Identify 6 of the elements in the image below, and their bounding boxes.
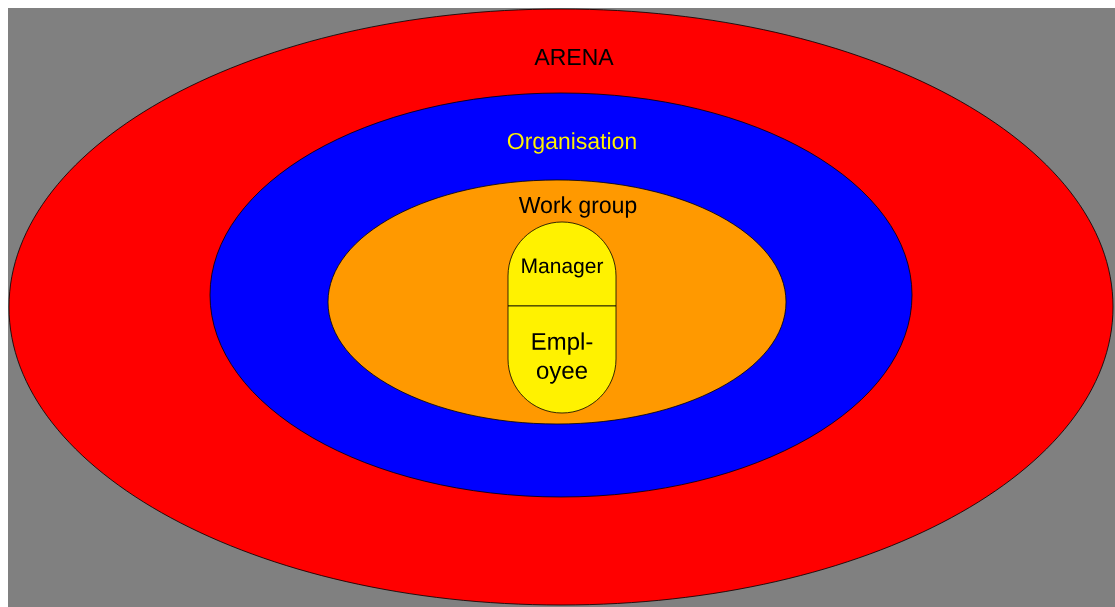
ellipse-label: Organisation	[507, 132, 636, 154]
capsule-label: Empl- oyee	[532, 332, 593, 384]
ellipse-label: ARENA	[534, 49, 614, 65]
capsule-half	[507, 221, 617, 307]
capsule-label: Manager	[522, 258, 604, 278]
ellipse-label: Work group	[518, 196, 637, 218]
